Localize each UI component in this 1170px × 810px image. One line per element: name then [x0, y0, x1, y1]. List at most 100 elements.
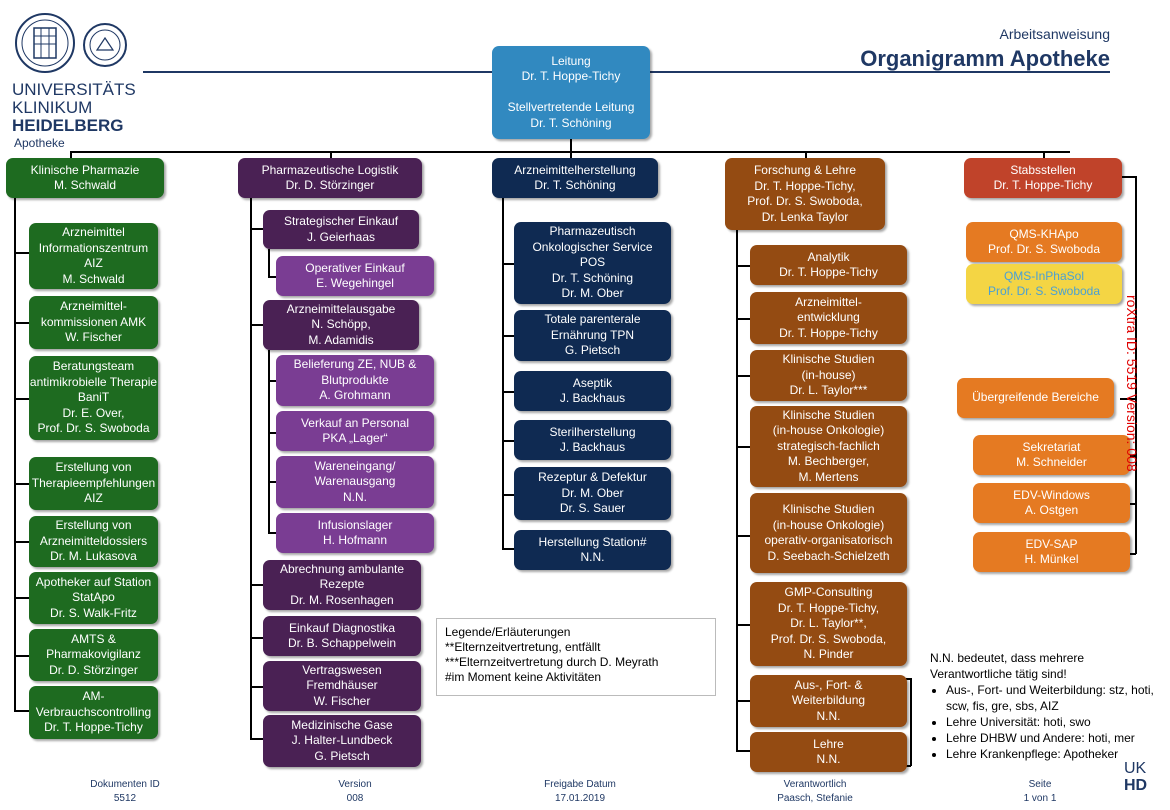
footer-value: 5512: [113, 793, 137, 804]
box-text-line: Dr. M. Ober: [561, 485, 624, 500]
box-text-line: EDV-SAP: [1025, 536, 1078, 551]
box-text-line: Weiterbildung: [791, 693, 866, 708]
box-text-line: Prof. Dr. S. Swoboda,: [770, 631, 887, 646]
box-text-line: Dr. T. Hoppe-Tichy: [779, 325, 878, 340]
box-text-line: M. Schwald: [53, 178, 117, 192]
connector: [502, 335, 514, 337]
connector: [250, 584, 264, 586]
note-bracket: [906, 765, 911, 767]
connector: [268, 532, 276, 534]
university-line-1: UNIVERSITÄTS: [12, 80, 136, 99]
footer-page: Seite 1 von 1: [995, 778, 1085, 806]
connector: [268, 249, 270, 277]
connector: [805, 151, 807, 159]
box-text-line: M. Adamidis: [308, 332, 374, 347]
box-text-line: Lehre: [813, 736, 844, 751]
university-line-3: HEIDELBERG: [12, 116, 124, 135]
footer-responsible: Verantwortlich Paasch, Stefanie: [755, 778, 875, 806]
connector: [14, 655, 30, 657]
footer-label: Version: [338, 779, 372, 790]
c3-box: Herstellung Station# N.N.: [514, 530, 671, 570]
box-text-line: N.N.: [816, 752, 841, 766]
box-text-line: Dr. M. Ober: [561, 286, 624, 301]
connector: [736, 535, 750, 537]
connector: [14, 541, 30, 543]
legend-line: #im Moment keine Aktivitäten: [445, 670, 602, 684]
box-text-line: Sekretariat: [1022, 439, 1081, 454]
connector: [14, 483, 30, 485]
box-text-line: Dr. T. Schöning: [551, 270, 634, 285]
nn-note: N.N. bedeutet, dass mehrere Verantwortli…: [930, 650, 1160, 762]
connector: [570, 139, 572, 158]
box-text-line: Arzneimittelherstellung: [514, 162, 636, 177]
connector: [14, 322, 30, 324]
footer-label: Freigabe Datum: [544, 779, 616, 790]
box-text-line: (in-house Onkologie): [772, 423, 885, 438]
box-text-line: Dr. S. Walk-Fritz: [50, 605, 137, 620]
box-text-line: J. Halter-Lundbeck: [291, 733, 393, 748]
connector: [1120, 398, 1136, 400]
c4-box: Klinische Studien(in-house Onkologie)ope…: [750, 493, 907, 573]
connector: [736, 265, 750, 267]
box-text-line: Ernährung TPN: [550, 327, 635, 342]
connector: [14, 252, 30, 254]
connector: [502, 440, 514, 442]
connector: [1135, 176, 1137, 554]
box-text-line: Dr. D. Störzinger: [49, 662, 138, 677]
connector: [268, 350, 270, 532]
box-text-line: EDV-Windows: [1013, 487, 1090, 502]
connector: [70, 151, 1070, 153]
box-text-line: Leitung: [551, 53, 591, 68]
legend-line: ***Elternzeitvertretung durch D. Meyrath: [445, 655, 659, 669]
connector: [502, 391, 514, 393]
footer-value: 008: [346, 793, 364, 804]
box-text-line: Fremdhäuser: [306, 678, 378, 693]
box-text-line: Totale parenterale: [544, 312, 641, 327]
box-text-line: Pharmazeutische Logistik: [261, 162, 399, 177]
box-text-line: M. Schneider: [1016, 455, 1087, 469]
footer-doc-id: Dokumenten ID 5512: [70, 778, 180, 806]
connector: [268, 432, 276, 434]
herstellung-station-label: Herstellung Station#: [538, 534, 647, 549]
box-text-line: Medizinische Gase: [291, 717, 393, 732]
box-text-line: BaniT: [77, 390, 110, 405]
box-text-line: Strategischer Einkauf: [283, 214, 399, 228]
box-text-line: Klinische Studien: [782, 352, 875, 367]
footer-label: Seite: [1028, 779, 1052, 790]
department-name: Apotheke: [14, 136, 65, 150]
box-text-line: Arzneimittel-: [795, 294, 862, 309]
roxtra-watermark: roXtra ID: 5519 Version: 008: [1124, 295, 1140, 472]
box-text-line: PKA „Lager“: [322, 431, 388, 445]
box-text-line: (in-house Onkologie): [772, 517, 885, 532]
connector: [250, 198, 252, 738]
box-text-line: Arzneimittelausgabe: [286, 301, 396, 316]
box-text-line: AM-: [82, 689, 105, 704]
box-text-line: Dr. L. Taylor***: [789, 383, 868, 398]
box-text-line: Stabsstellen: [1010, 162, 1076, 177]
box-text-line: Erstellung von: [55, 518, 132, 533]
box-text-line: H. Münkel: [1024, 552, 1079, 566]
c5-box: Übergreifende Bereiche: [957, 378, 1114, 418]
note-item: Aus-, Fort- und Weiterbildung: stz, hoti…: [946, 682, 1160, 714]
box-text-line: Rezepte: [319, 577, 365, 592]
box-text-line: Dr. T. Schöning: [530, 115, 612, 130]
note-intro: N.N. bedeutet, dass mehrere Verantwortli…: [930, 651, 1085, 681]
box-text-line: Übergreifende Bereiche: [972, 390, 1099, 405]
connector: [14, 710, 30, 712]
